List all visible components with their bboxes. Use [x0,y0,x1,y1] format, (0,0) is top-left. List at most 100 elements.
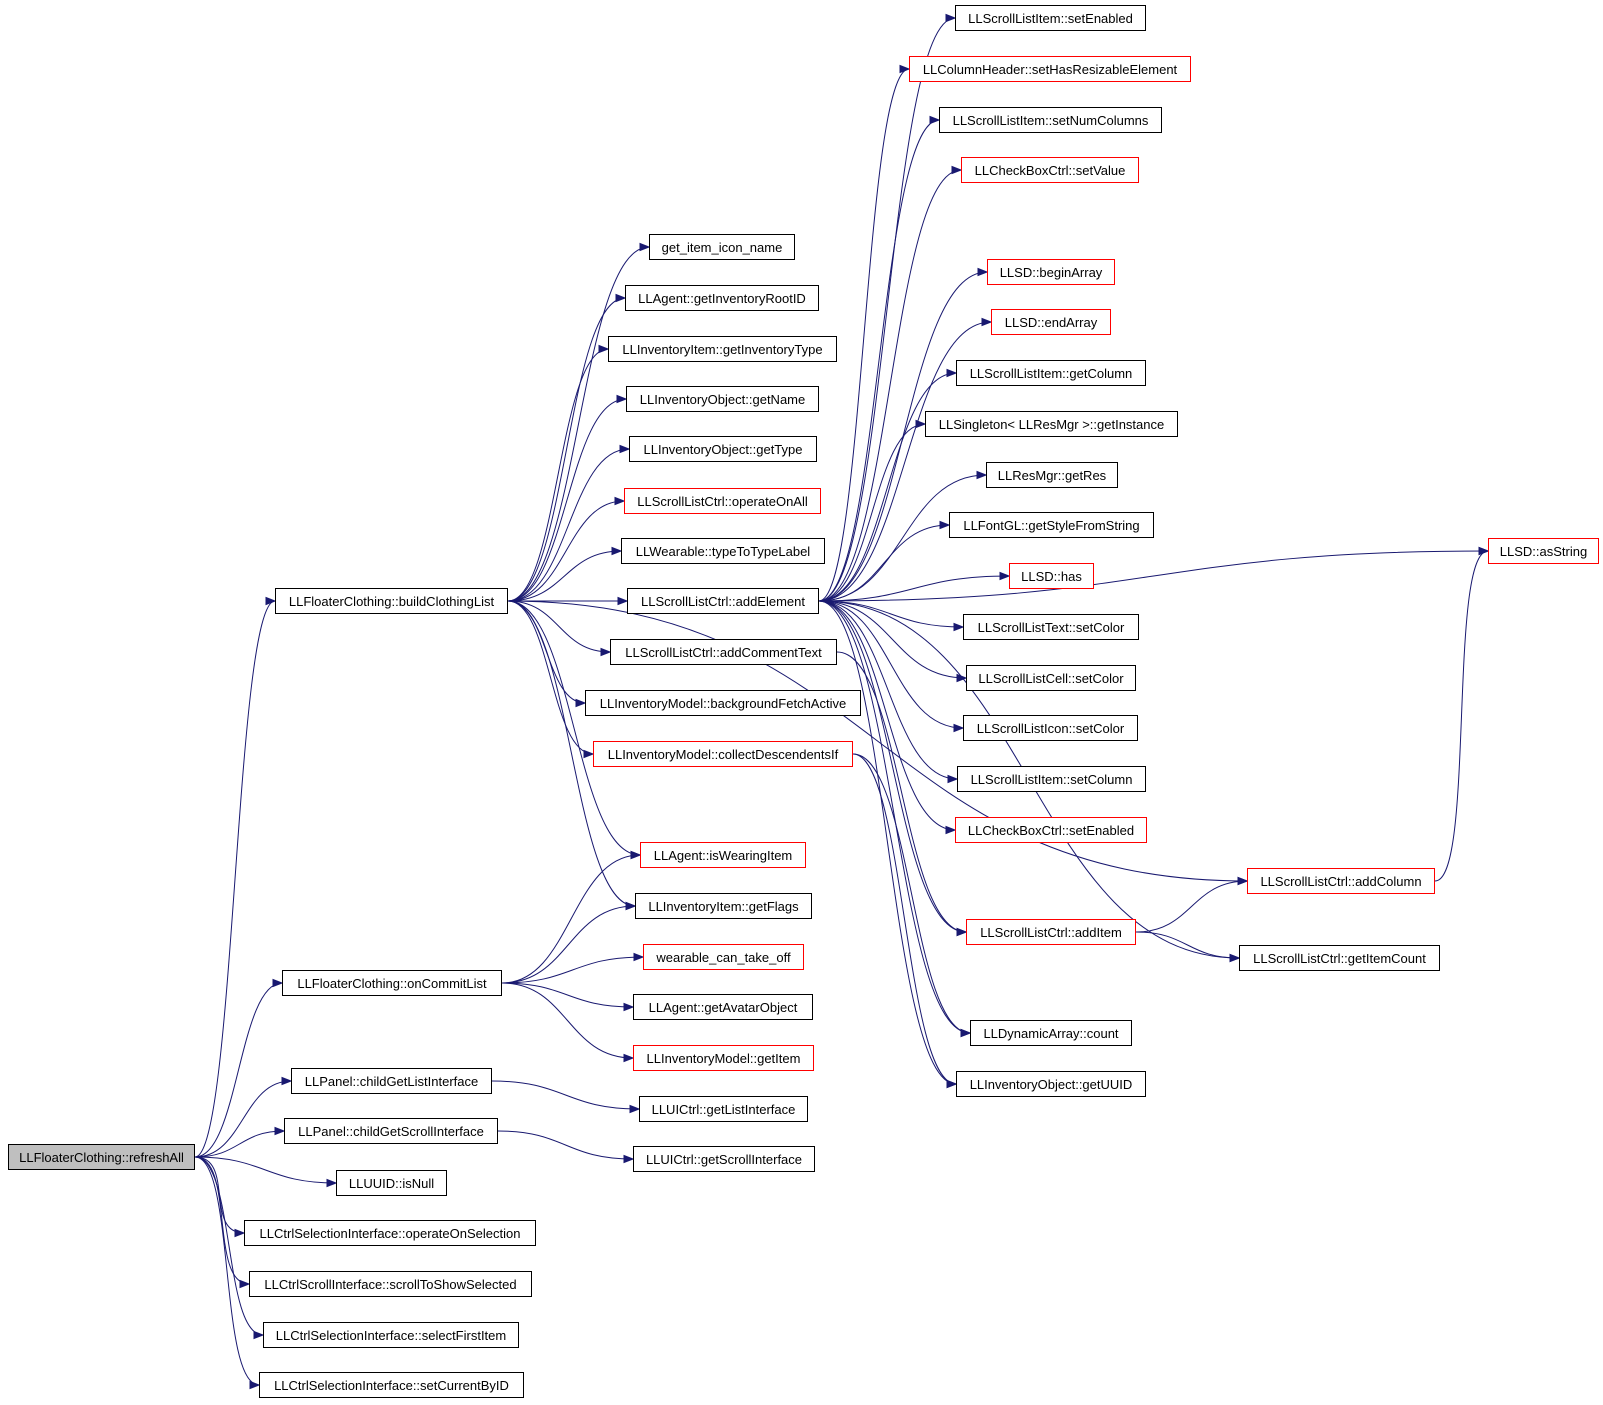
node-llsd-as-string[interactable]: LLSD::asString [1488,538,1599,564]
arrowhead-refreshAll-to-operateOnSelection [234,1228,246,1238]
arrowhead-childGetListInterface-to-getListInterface [629,1104,641,1114]
node-scroll-list-item-set-enabled[interactable]: LLScrollListItem::setEnabled [955,5,1146,31]
edge-addElement-to-has [818,575,1010,602]
node-set-column[interactable]: LLScrollListItem::setColumn [957,766,1146,792]
node-get-uuid[interactable]: LLInventoryObject::getUUID [956,1071,1146,1097]
node-is-wearing-item[interactable]: LLAgent::isWearingItem [640,842,806,868]
edge-buildClothingList-to-addColumn [507,600,1248,882]
edge-refreshAll-to-isNull [194,1156,337,1184]
edge-childGetListInterface-to-getListInterface [491,1080,640,1110]
edge-addElement-to-getUUID [818,600,957,1085]
edge-addElement-to-count [818,600,971,1034]
node-get-inventory-root-id[interactable]: LLAgent::getInventoryRootID [625,285,819,311]
node-get-item[interactable]: LLInventoryModel::getItem [633,1045,814,1071]
arrowhead-onCommitList-to-getAvatarObject [623,1002,635,1012]
arrowhead-addElement-to-setHasResizableElement [899,64,911,74]
edge-childGetScrollInterface-to-getScrollInterface [497,1130,634,1160]
arrowhead-buildClothingList-to-getInventoryRootID [615,293,627,303]
node-get-avatar-object[interactable]: LLAgent::getAvatarObject [633,994,813,1020]
edge-buildClothingList-to-operateOnAll [507,500,625,602]
node-add-column[interactable]: LLScrollListCtrl::addColumn [1247,868,1435,894]
edge-refreshAll-to-setCurrentByID [194,1156,260,1386]
arrowhead-addElement-to-setColorIcon [953,723,965,733]
node-child-get-scroll-interface[interactable]: LLPanel::childGetScrollInterface [284,1118,498,1144]
node-inventory-object-get-name[interactable]: LLInventoryObject::getName [626,386,819,412]
edge-refreshAll-to-childGetScrollInterface [194,1130,285,1158]
node-build-clothing-list[interactable]: LLFloaterClothing::buildClothingList [275,588,508,614]
arrowhead-onCommitList-to-wearable_can_take_off [633,952,645,962]
edge-addElement-to-setValue [818,169,962,602]
arrowhead-buildClothingList-to-addCommentText [600,647,612,657]
node-operate-on-all[interactable]: LLScrollListCtrl::operateOnAll [624,488,821,514]
node-add-comment-text[interactable]: LLScrollListCtrl::addCommentText [610,639,837,665]
node-on-commit-list[interactable]: LLFloaterClothing::onCommitList [282,970,502,996]
node-add-item[interactable]: LLScrollListCtrl::addItem [966,919,1136,945]
node-get-scroll-interface[interactable]: LLUICtrl::getScrollInterface [633,1146,815,1172]
arrowhead-buildClothingList-to-typeToTypeLabel [611,546,623,556]
node-get-item-icon-name[interactable]: get_item_icon_name [649,234,795,260]
node-collect-descendents-if[interactable]: LLInventoryModel::collectDescendentsIf [593,741,853,767]
node-llsd-has[interactable]: LLSD::has [1009,563,1094,589]
node-scroll-to-show-selected[interactable]: LLCtrlScrollInterface::scrollToShowSelec… [249,1271,532,1297]
node-get-style-from-string[interactable]: LLFontGL::getStyleFromString [949,512,1154,538]
node-set-has-resizable-element[interactable]: LLColumnHeader::setHasResizableElement [909,56,1191,82]
edge-onCommitList-to-getItem [501,982,634,1059]
node-operate-on-selection[interactable]: LLCtrlSelectionInterface::operateOnSelec… [244,1220,536,1246]
arrowhead-buildClothingList-to-collectDescendentsIf [583,749,595,759]
node-type-to-type-label[interactable]: LLWearable::typeToTypeLabel [621,538,825,564]
node-get-res[interactable]: LLResMgr::getRes [986,462,1118,488]
node-set-current-by-id[interactable]: LLCtrlSelectionInterface::setCurrentByID [259,1372,524,1398]
node-singleton-get-instance[interactable]: LLSingleton< LLResMgr >::getInstance [925,411,1178,437]
node-inventory-object-get-type[interactable]: LLInventoryObject::getType [629,436,817,462]
arrowhead-addElement-to-getColumn [946,368,958,378]
edge-refreshAll-to-buildClothingList [194,600,276,1158]
edge-onCommitList-to-getFlags [501,905,636,984]
node-child-get-list-interface[interactable]: LLPanel::childGetListInterface [291,1068,492,1094]
node-get-list-interface[interactable]: LLUICtrl::getListInterface [639,1096,808,1122]
node-select-first-item[interactable]: LLCtrlSelectionInterface::selectFirstIte… [263,1322,519,1348]
arrowhead-addElement-to-getStyleFromString [939,520,951,530]
edge-addElement-to-getInstance [818,423,926,602]
arrowhead-addElement-to-setColumn [947,774,959,784]
node-wearable-can-take-off[interactable]: wearable_can_take_off [643,944,804,970]
node-checkbox-set-enabled[interactable]: LLCheckBoxCtrl::setEnabled [955,817,1147,843]
edge-addElement-to-getStyleFromString [818,524,950,602]
edge-refreshAll-to-onCommitList [194,982,283,1158]
arrowhead-onCommitList-to-getFlags [625,901,637,911]
edge-onCommitList-to-wearable_can_take_off [501,956,644,984]
node-add-element[interactable]: LLScrollListCtrl::addElement [627,588,819,614]
node-refresh-all[interactable]: LLFloaterClothing::refreshAll [8,1144,195,1170]
edge-refreshAll-to-scrollToShowSelected [194,1156,250,1285]
arrowhead-addColumn-to-asString [1478,546,1490,556]
node-get-flags[interactable]: LLInventoryItem::getFlags [635,893,812,919]
edge-collectDescendentsIf-to-getUUID [852,753,957,1085]
node-get-inventory-type[interactable]: LLInventoryItem::getInventoryType [608,336,837,362]
edge-addItem-to-getItemCount [1135,931,1240,959]
node-scroll-list-text-set-color[interactable]: LLScrollListText::setColor [963,614,1139,640]
node-get-column[interactable]: LLScrollListItem::getColumn [956,360,1146,386]
node-dynamic-array-count[interactable]: LLDynamicArray::count [970,1020,1132,1046]
node-scroll-list-cell-set-color[interactable]: LLScrollListCell::setColor [966,665,1136,691]
node-scroll-list-icon-set-color[interactable]: LLScrollListIcon::setColor [963,715,1138,741]
node-begin-array[interactable]: LLSD::beginArray [987,259,1115,285]
edge-refreshAll-to-selectFirstItem [194,1156,264,1336]
arrowhead-buildClothingList-to-operateOnAll [614,496,626,506]
node-set-num-columns[interactable]: LLScrollListItem::setNumColumns [939,107,1162,133]
node-background-fetch-active[interactable]: LLInventoryModel::backgroundFetchActive [585,690,861,716]
node-end-array[interactable]: LLSD::endArray [991,309,1111,335]
arrowhead-refreshAll-to-buildClothingList [265,596,277,606]
arrowhead-addElement-to-has [999,571,1011,581]
arrowhead-addElement-to-endArray [981,317,993,327]
node-checkbox-set-value[interactable]: LLCheckBoxCtrl::setValue [961,157,1139,183]
edge-addElement-to-getColumn [818,372,957,602]
arrowhead-refreshAll-to-scrollToShowSelected [239,1279,251,1289]
edge-addElement-to-asString [818,550,1489,602]
edge-buildClothingList-to-collectDescendentsIf [507,600,594,755]
edge-addCommentText-to-addItem [836,651,967,933]
edge-buildClothingList-to-getFlags [507,600,636,907]
node-uuid-is-null[interactable]: LLUUID::isNull [336,1170,447,1196]
arrowhead-addElement-to-setNumColumns [929,115,941,125]
arrowhead-addItem-to-getItemCount [1229,953,1241,963]
node-get-item-count[interactable]: LLScrollListCtrl::getItemCount [1239,945,1440,971]
